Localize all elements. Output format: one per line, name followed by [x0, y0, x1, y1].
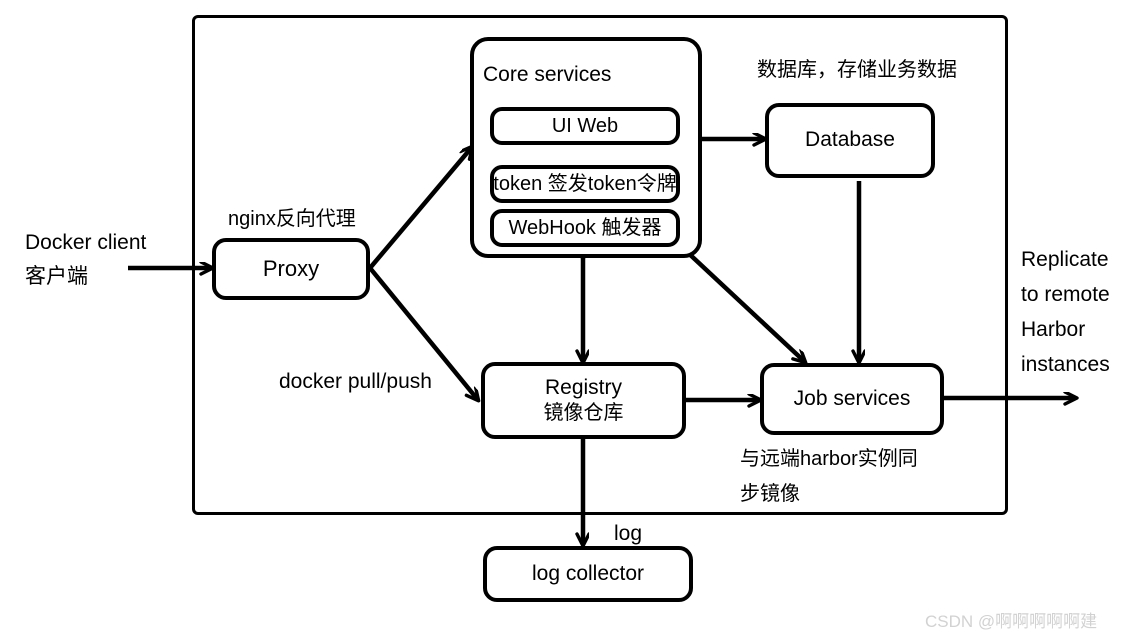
node-database[interactable]: Database [765, 103, 935, 178]
node-registry-sublabel: 镜像仓库 [543, 402, 624, 425]
node-job-services-label: Job services [793, 386, 911, 410]
node-database-label: Database [805, 128, 895, 152]
label-docker-pull-push: docker pull/push [279, 370, 432, 393]
node-log-collector[interactable]: log collector [483, 546, 693, 602]
label-replicate-line2: to remote [1021, 283, 1110, 306]
label-docker-client-en: Docker client [25, 231, 147, 254]
node-proxy[interactable]: Proxy [212, 238, 370, 300]
label-job-note-line1: 与远端harbor实例同 [740, 448, 918, 470]
label-replicate-line4: instances [1021, 353, 1110, 376]
label-replicate-line3: Harbor [1021, 318, 1086, 341]
node-token[interactable]: token 签发token令牌 [490, 165, 680, 203]
label-job-note-line2: 步镜像 [740, 483, 800, 505]
node-proxy-label: Proxy [262, 256, 320, 282]
node-registry[interactable]: Registry 镜像仓库 [481, 362, 686, 439]
label-database-note: 数据库，存储业务数据 [757, 59, 957, 81]
node-job-services[interactable]: Job services [760, 363, 944, 435]
node-registry-label: Registry [544, 375, 623, 399]
label-nginx-reverse-proxy: nginx反向代理 [228, 208, 356, 230]
node-ui-web-label: UI Web [551, 114, 619, 137]
node-log-collector-label: log collector [531, 561, 645, 585]
label-replicate-line1: Replicate [1021, 248, 1109, 271]
harbor-host-boundary [192, 15, 1008, 515]
label-log: log [614, 522, 643, 545]
node-core-services-label: Core services [483, 63, 612, 86]
label-docker-client-cn: 客户端 [25, 265, 88, 288]
node-ui-web[interactable]: UI Web [490, 107, 680, 145]
node-webhook-label: WebHook 触发器 [508, 216, 662, 239]
csdn-watermark: CSDN @啊啊啊啊啊建 [925, 612, 1098, 631]
node-token-label: token 签发token令牌 [493, 172, 677, 195]
node-webhook[interactable]: WebHook 触发器 [490, 209, 680, 247]
